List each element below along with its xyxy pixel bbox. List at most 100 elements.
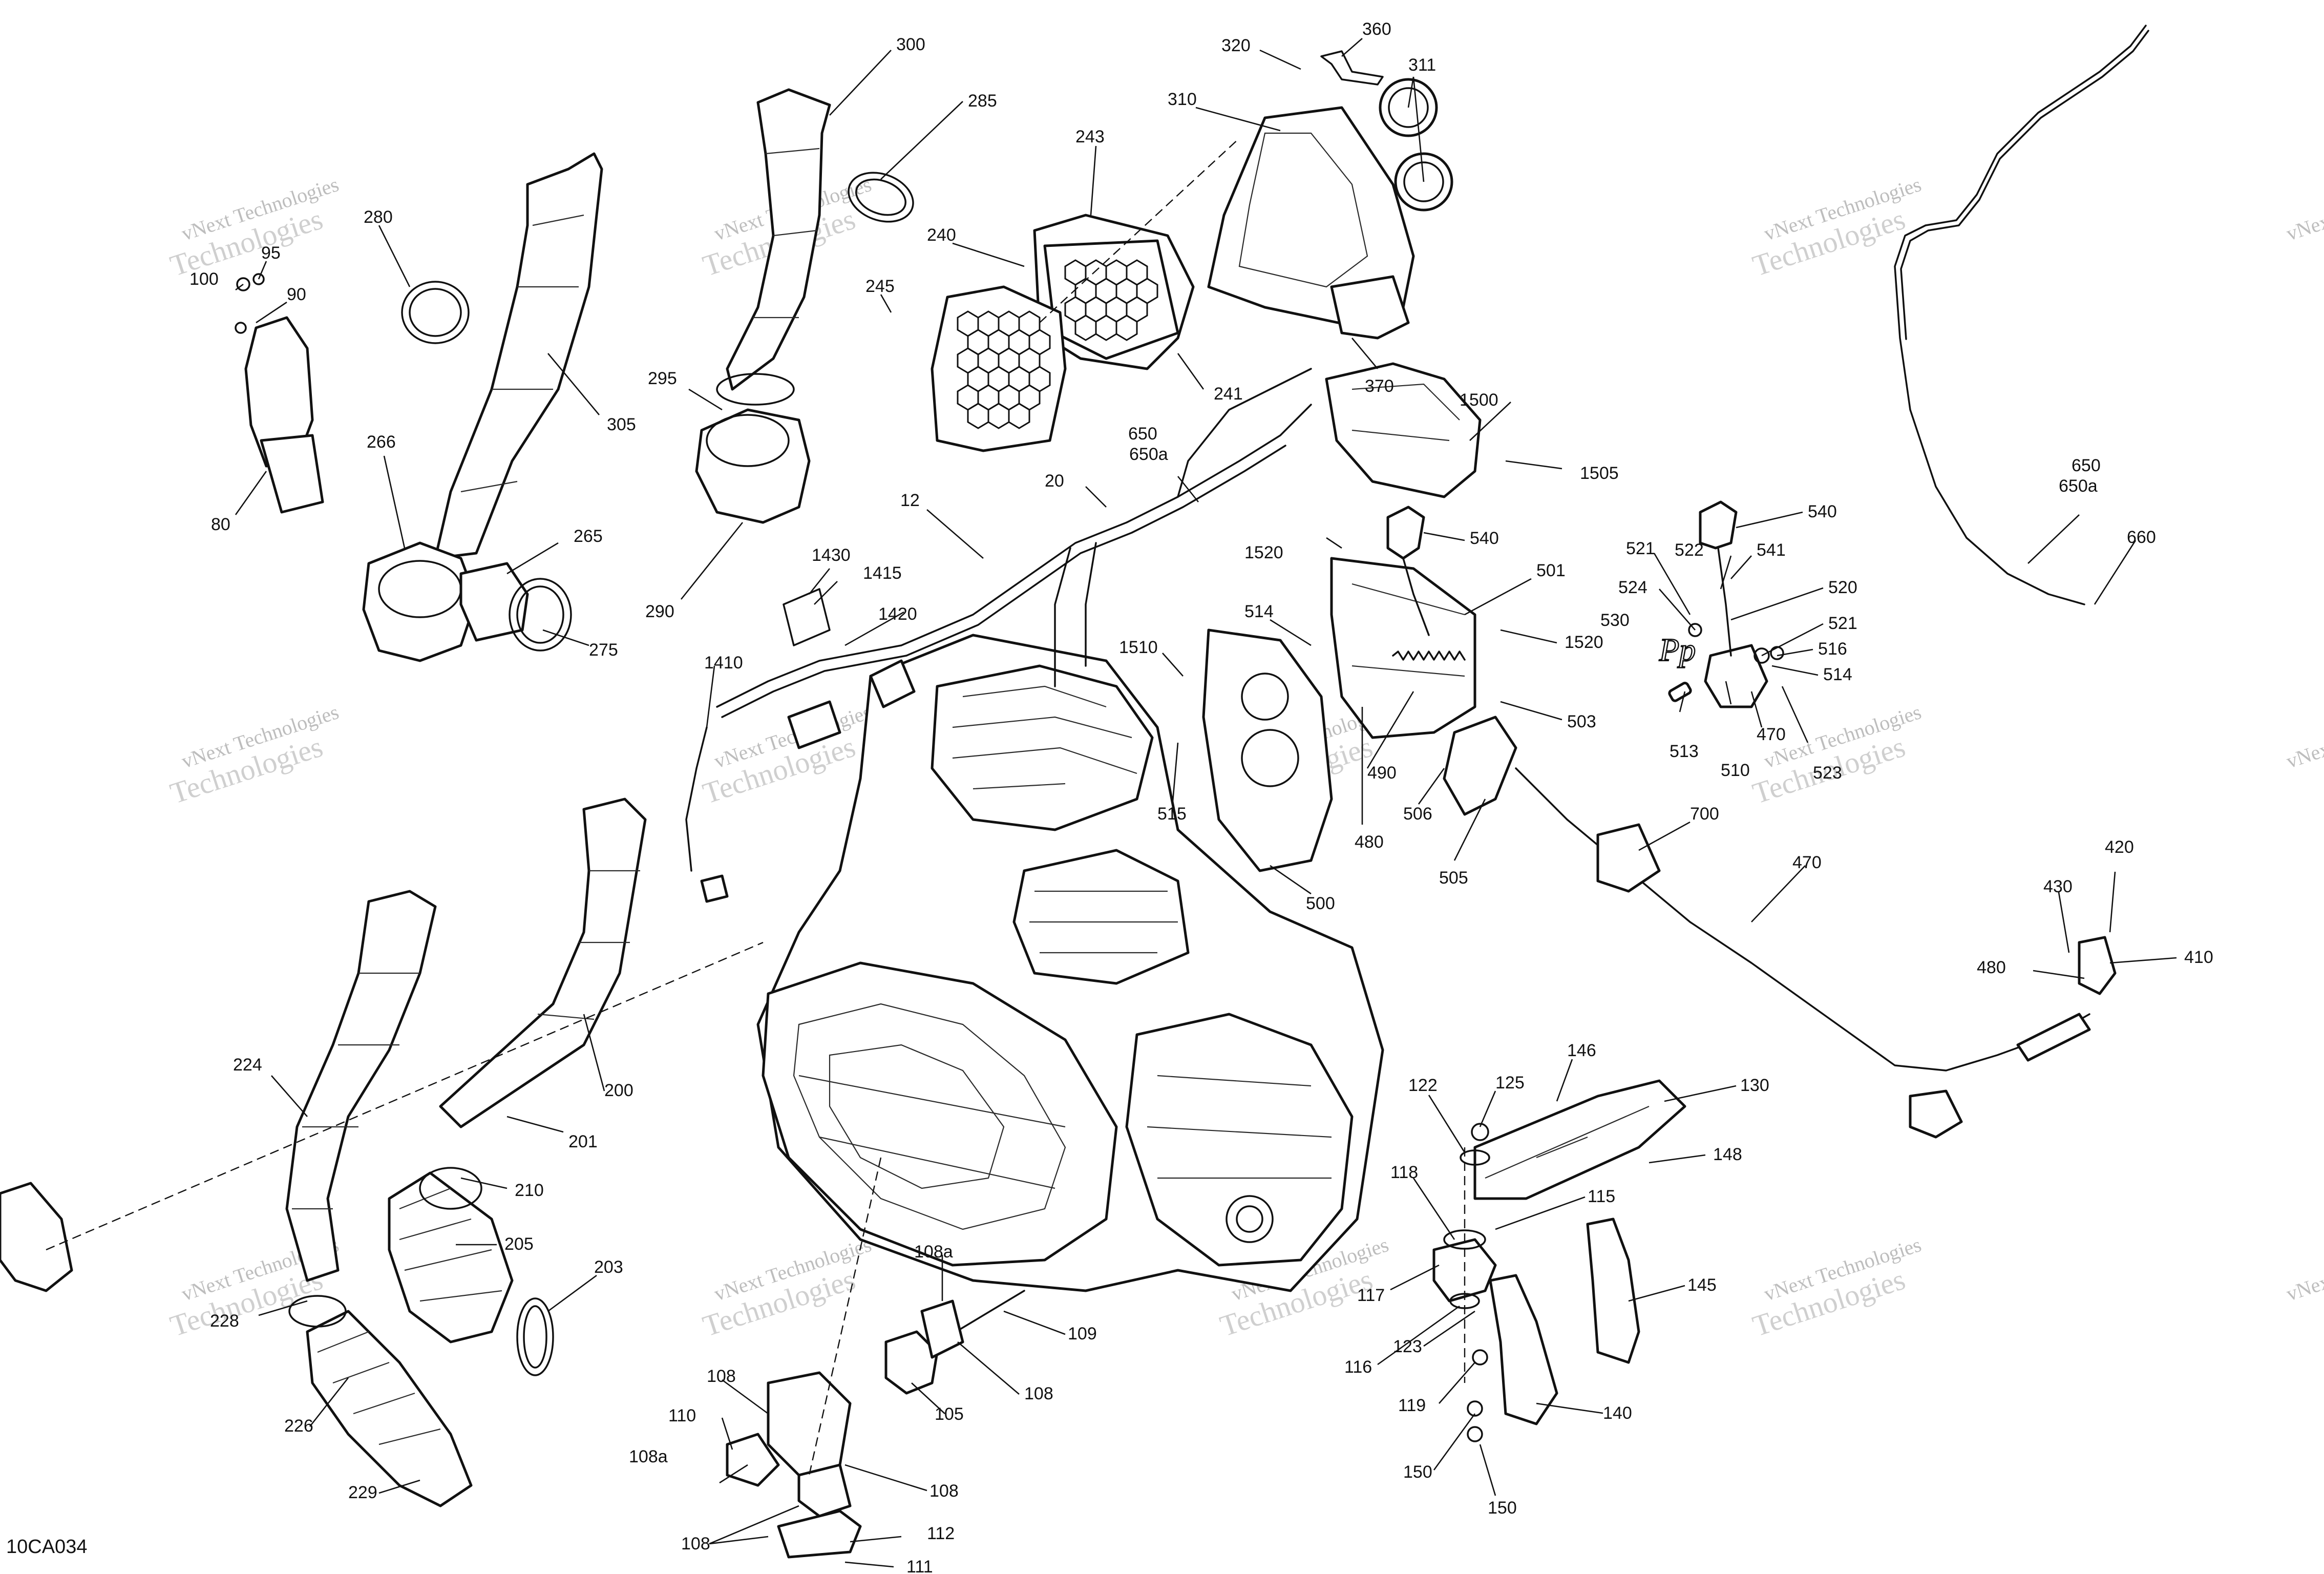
part-cable-boot: [2016, 1013, 2091, 1062]
part-cable-bracket-505: [1443, 716, 1517, 816]
callout-203: 203: [594, 1257, 623, 1277]
part-airbox-bracket: [1330, 275, 1410, 340]
callout-1520-a: 1520: [1244, 543, 1283, 562]
part-throttle-body-266: [362, 541, 478, 662]
callout-117: 117: [1357, 1286, 1385, 1305]
callout-650a-right: 650a: [2059, 476, 2098, 496]
callout-524: 524: [1618, 578, 1647, 597]
callout-90: 90: [287, 285, 306, 304]
part-clamp-228: [288, 1295, 347, 1328]
part-mount-105: [884, 1330, 939, 1395]
part-intake-duct-305: [434, 152, 603, 560]
callout-80: 80: [211, 515, 230, 534]
handwritten-mark: Pp: [1659, 632, 1696, 668]
callout-521-a: 521: [1626, 539, 1655, 558]
callout-522: 522: [1675, 540, 1704, 560]
callout-210: 210: [515, 1181, 544, 1200]
callout-470-a: 470: [1757, 725, 1786, 744]
watermark-text: vNext: [2284, 208, 2324, 245]
part-filter-screen-240: [931, 285, 1067, 452]
callout-1430: 1430: [812, 545, 851, 565]
callout-1420: 1420: [878, 604, 917, 624]
part-bracket-140: [1489, 1274, 1558, 1425]
callout-145: 145: [1687, 1275, 1717, 1295]
callout-513: 513: [1670, 742, 1699, 761]
part-shift-knob-540: [1386, 506, 1425, 560]
callout-112: 112: [927, 1524, 955, 1543]
callout-650-right: 650: [2072, 456, 2101, 475]
callout-506: 506: [1403, 804, 1432, 824]
callout-110: 110: [668, 1406, 696, 1425]
part-shifter-bracket-501: [1330, 557, 1476, 739]
callout-1410: 1410: [704, 653, 743, 673]
callout-118: 118: [1390, 1163, 1418, 1182]
callout-200: 200: [604, 1081, 633, 1100]
callout-266: 266: [367, 432, 396, 452]
part-spring-490: [1392, 650, 1466, 661]
part-bracket-145: [1586, 1218, 1640, 1364]
callout-146: 146: [1567, 1041, 1596, 1060]
part-bracket-110: [726, 1433, 780, 1487]
part-engine-assembly: [756, 634, 1384, 1292]
part-cover-1500: [1325, 362, 1482, 498]
callout-480-b: 480: [1977, 958, 2006, 977]
diagram-code: 10CA034: [6, 1536, 87, 1558]
callout-108-1: 108: [1024, 1384, 1053, 1403]
part-bracket-108a: [920, 1299, 964, 1359]
part-bushing-108: [797, 1463, 852, 1518]
callout-505: 505: [1439, 868, 1468, 888]
part-bracket-410: [2078, 936, 2117, 995]
callout-305: 305: [607, 415, 636, 434]
part-clamp-285: [848, 172, 914, 223]
watermark-text: vNext: [2284, 1268, 2324, 1306]
callout-1520-b: 1520: [1565, 633, 1603, 652]
callout-150-a: 150: [1403, 1462, 1432, 1482]
part-bolt-150b: [1467, 1426, 1483, 1442]
part-bolt-119: [1472, 1349, 1488, 1366]
part-clamp-275: [509, 578, 572, 652]
callout-514-b: 514: [1823, 665, 1852, 684]
callout-123: 123: [1393, 1337, 1422, 1356]
callout-360: 360: [1362, 19, 1391, 39]
callout-229: 229: [348, 1483, 377, 1502]
callout-516: 516: [1818, 639, 1847, 659]
callout-295: 295: [648, 369, 677, 388]
callout-228: 228: [210, 1311, 239, 1331]
part-intake-duct-224: [285, 890, 437, 1282]
callout-300: 300: [896, 35, 925, 54]
callout-layer: 300 285 243 240 245 241 320 360 311 310 …: [189, 19, 2213, 1574]
callout-108-4: 108: [681, 1534, 710, 1554]
callout-514-a: 514: [1244, 602, 1274, 621]
callout-430: 430: [2043, 877, 2073, 896]
callout-119: 119: [1398, 1396, 1426, 1415]
callout-285: 285: [968, 91, 997, 111]
callout-108-3: 108: [929, 1481, 959, 1501]
part-clamp-210: [419, 1167, 482, 1210]
callout-201: 201: [568, 1132, 598, 1151]
callout-148: 148: [1713, 1145, 1742, 1164]
callout-241: 241: [1214, 384, 1243, 404]
callout-500: 500: [1306, 894, 1335, 913]
part-shifter-plate-500: [1202, 628, 1333, 872]
callout-520: 520: [1828, 578, 1857, 597]
part-plate-112: [777, 1509, 862, 1559]
callout-130: 130: [1740, 1076, 1769, 1095]
part-bracket-lower: [1909, 1089, 1963, 1139]
callout-501: 501: [1536, 561, 1566, 580]
callout-370: 370: [1365, 376, 1394, 396]
callout-108-2: 108: [707, 1367, 736, 1386]
callout-310: 310: [1168, 90, 1197, 109]
callout-1510: 1510: [1119, 638, 1158, 657]
callout-95: 95: [261, 243, 281, 263]
callout-530: 530: [1600, 611, 1630, 630]
callout-1505: 1505: [1580, 464, 1619, 483]
callout-224: 224: [233, 1055, 262, 1075]
callout-1415: 1415: [863, 563, 902, 583]
callout-650a-top: 650a: [1129, 445, 1168, 464]
callout-108a-2: 108a: [629, 1447, 668, 1466]
callout-275: 275: [589, 640, 618, 660]
callout-700: 700: [1690, 804, 1719, 824]
callout-226: 226: [284, 1416, 313, 1436]
callout-116: 116: [1344, 1357, 1372, 1377]
callout-515: 515: [1157, 804, 1187, 824]
